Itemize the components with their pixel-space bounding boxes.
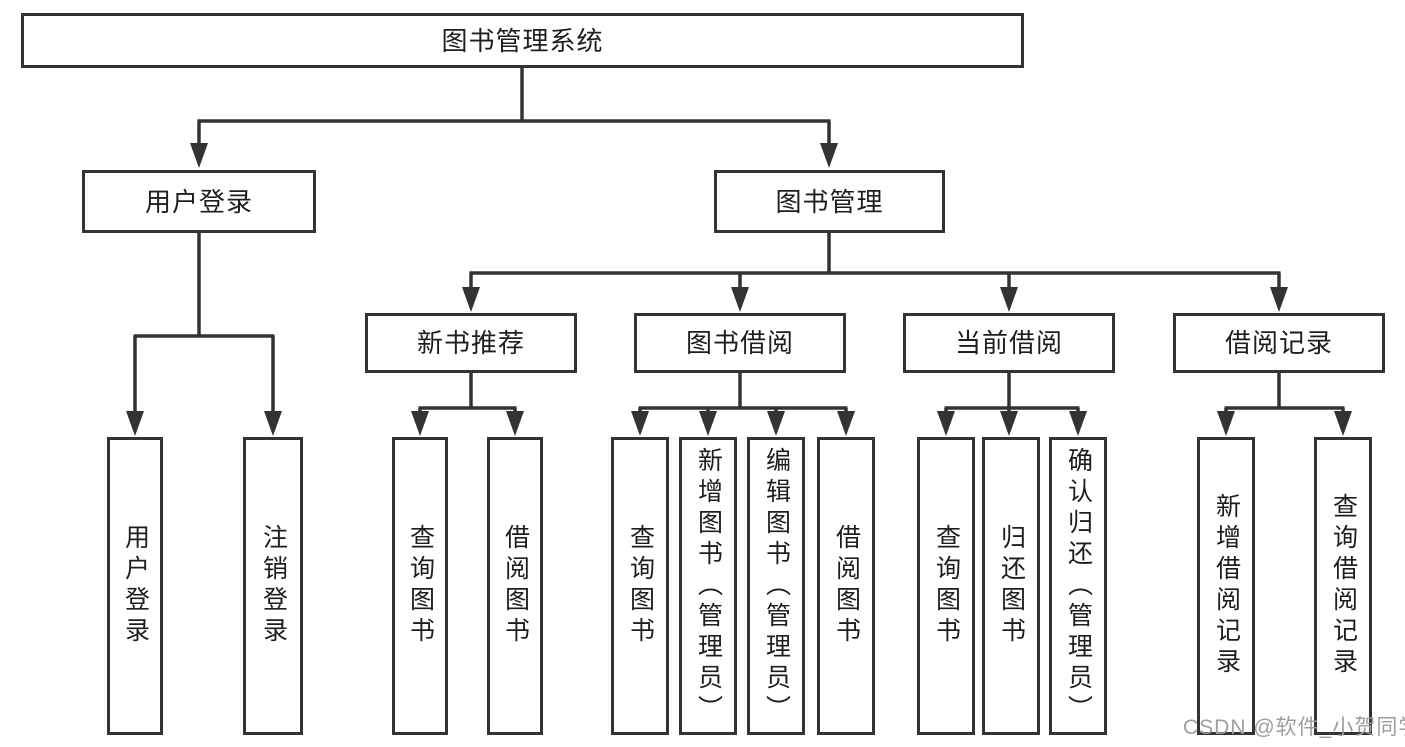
leaf-logout-login: 注销登录 — [243, 437, 303, 735]
leaf-return-books: 归还图书 — [982, 437, 1040, 735]
node-library-management-system: 图书管理系统 — [21, 13, 1024, 68]
edge-book-borrowing-split — [638, 373, 848, 414]
edge-new-book-recommend-split — [418, 373, 517, 414]
node-book-borrowing: 图书借阅 — [634, 313, 846, 373]
leaf-query-borrow-record: 查询借阅记录 — [1314, 437, 1372, 735]
leaf-borrow-books-recommend: 借阅图书 — [487, 437, 543, 735]
connector-lines — [133, 68, 1345, 414]
leaf-borrow-books-borrowing: 借阅图书 — [817, 437, 875, 735]
node-borrowing-records: 借阅记录 — [1173, 313, 1385, 373]
leaf-query-books-current: 查询图书 — [917, 437, 975, 735]
node-new-book-recommend: 新书推荐 — [365, 313, 577, 373]
edge-borrowing-records-split — [1224, 373, 1345, 414]
leaf-add-books-admin: 新增图书（管理员） — [679, 437, 737, 735]
edge-current-borrowing-split — [944, 373, 1080, 414]
leaf-query-books-borrowing: 查询图书 — [611, 437, 669, 735]
node-current-borrowing: 当前借阅 — [903, 313, 1115, 373]
node-book-management: 图书管理 — [714, 170, 945, 233]
edge-book-management-split — [469, 233, 1281, 290]
edge-root-split — [197, 68, 831, 146]
leaf-add-borrow-record: 新增借阅记录 — [1197, 437, 1255, 735]
leaf-edit-books-admin: 编辑图书（管理员） — [747, 437, 805, 735]
csdn-watermark: CSDN @软件_小贺同学 — [1183, 716, 1405, 739]
leaf-user-login: 用户登录 — [107, 437, 163, 735]
leaf-query-books-recommend: 查询图书 — [392, 437, 448, 735]
leaf-confirm-return-admin: 确认归还（管理员） — [1049, 437, 1107, 735]
connector-arrowheads — [126, 143, 1352, 436]
node-user-login: 用户登录 — [82, 170, 316, 233]
edge-user-login-split — [133, 233, 275, 414]
